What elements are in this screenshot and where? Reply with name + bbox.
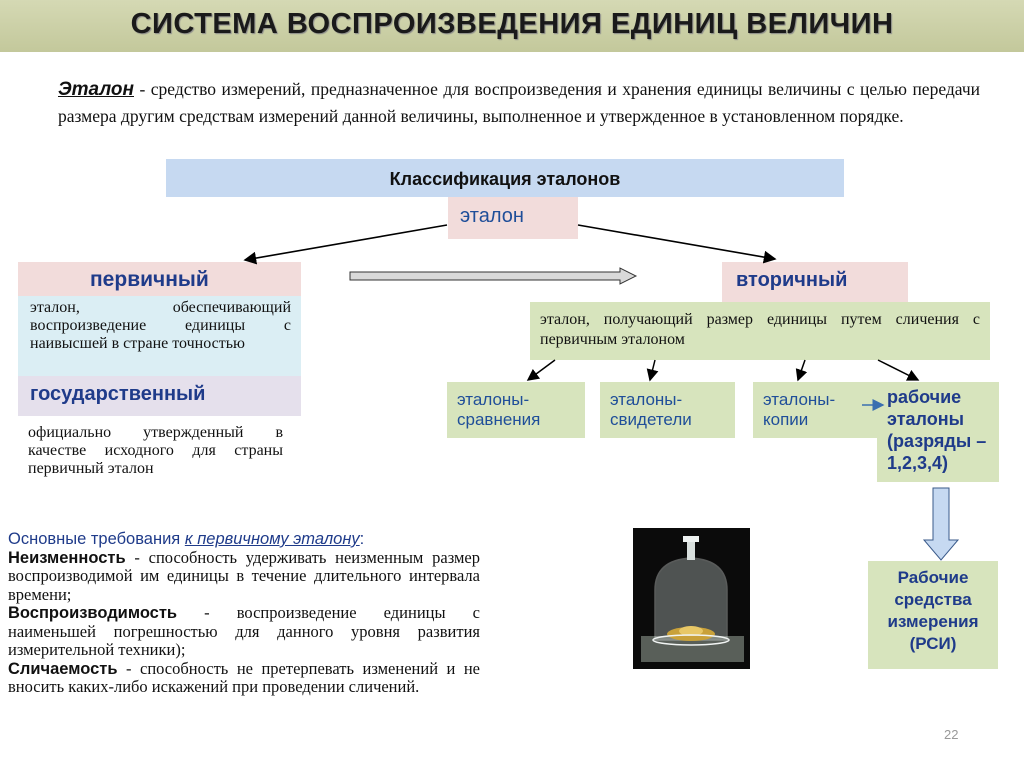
definition-term: Эталон [58,79,134,100]
requirement-item: Неизменность - способность удерживать не… [8,547,480,604]
kilogram-prototype-image [633,528,750,669]
primary-etalon-description: эталон, обеспечивающий воспроизведение е… [18,296,301,376]
etalon-root-box: эталон [448,197,578,239]
slide-title: СИСТЕМА ВОСПРОИЗВЕДЕНИЯ ЕДИНИЦ ВЕЛИЧИН [130,8,894,40]
state-etalon-box: государственный [18,376,301,416]
classification-header: Классификация эталонов [166,159,844,197]
arrow-icon [922,487,960,561]
arrow-icon [349,267,638,285]
arrow-icon [795,359,808,382]
comparison-etalons-box: эталоны-сравнения [447,382,585,438]
copy-etalons-box: эталоны-копии [753,382,878,438]
arrow-icon [877,359,920,381]
requirement-item: Сличаемость - способность не претерпеват… [8,658,480,696]
requirements-block: Основные требования к первичному эталону… [8,530,480,697]
title-bar [0,0,1024,52]
requirement-item: Воспроизводимость - воспроизведение един… [8,603,480,659]
slide-number: 22 [944,727,959,742]
definition-paragraph: Эталон - средство измерений, предназначе… [58,76,980,129]
secondary-etalon-description: эталон, получающий размер единицы путем … [530,302,990,360]
working-etalons-box: рабочие эталоны (разряды – 1,2,3,4) [877,382,999,482]
arrow-icon [526,359,556,381]
state-etalon-description: официально утвержденный в качестве исход… [28,424,283,477]
primary-etalon-box: первичный [18,262,301,296]
requirements-heading: Основные требования к первичному эталону… [8,530,365,548]
arrow-icon [646,359,659,382]
arrow-icon [577,224,777,264]
requirements-heading-link: к первичному эталону [184,530,360,548]
witness-etalons-box: эталоны-свидетели [600,382,735,438]
arrow-icon [243,224,448,265]
secondary-etalon-box: вторичный [722,262,908,302]
definition-text: - средство измерений, предназначенное дл… [58,79,980,126]
working-measurement-tools-box: Рабочие средства измерения (РСИ) [868,561,998,669]
